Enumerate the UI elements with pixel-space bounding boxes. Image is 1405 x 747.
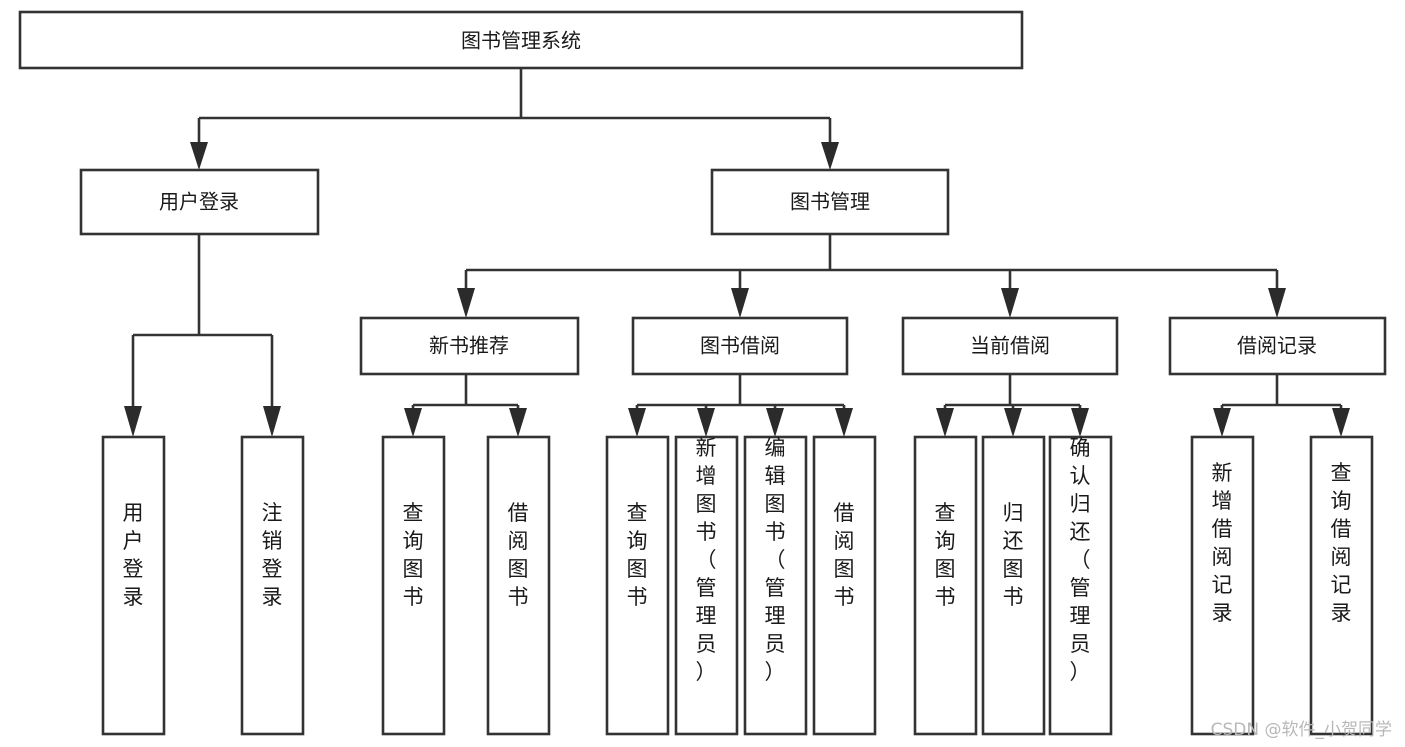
leaf-return-book-box[interactable] xyxy=(981,435,1046,736)
arrowhead-query-book-1 xyxy=(404,408,422,437)
node-root[interactable]: 图书管理系统 xyxy=(18,10,1024,70)
arrowhead-query-book-3 xyxy=(936,408,954,437)
node-book-management-label: 图书管理 xyxy=(790,190,870,214)
leaf-query-book-2-label: 查询图书 xyxy=(627,501,648,609)
node-user-login[interactable]: 用户登录 xyxy=(79,168,320,236)
leaf-user-logout[interactable]: 注销登录 xyxy=(240,435,305,736)
leaf-return-book-label: 归还图书 xyxy=(1003,501,1024,609)
leaf-return-book[interactable]: 归还图书 xyxy=(981,435,1046,736)
arrowhead-query-book-2 xyxy=(628,408,646,437)
node-new-book-recommend[interactable]: 新书推荐 xyxy=(359,316,580,376)
arrowhead-leaf-user-logout xyxy=(263,406,281,437)
leaf-add-borrow-record-label: 新增借阅记录 xyxy=(1212,461,1233,625)
arrowhead-add-book xyxy=(697,408,715,437)
leaf-query-book-1-label: 查询图书 xyxy=(403,501,424,609)
arrowhead-borrow-book-1 xyxy=(509,408,527,437)
arrowhead-edit-book xyxy=(766,408,784,437)
node-book-borrow-box[interactable] xyxy=(631,316,849,376)
arrowhead-new-book-recommend xyxy=(457,288,475,318)
node-user-login-label: 用户登录 xyxy=(159,190,239,214)
arrowhead-query-borrow-record xyxy=(1332,408,1350,437)
leaf-borrow-book-2[interactable]: 借阅图书 xyxy=(812,435,877,736)
leaf-user-login[interactable]: 用户登录 xyxy=(101,435,166,736)
leaf-query-borrow-record-label: 查询借阅记录 xyxy=(1331,461,1352,625)
node-current-borrow-label: 当前借阅 xyxy=(970,334,1050,358)
arrowhead-borrow-book-2 xyxy=(835,408,853,437)
node-book-borrow-label: 图书借阅 xyxy=(700,334,780,358)
arrowhead-leaf-user-login xyxy=(124,406,142,437)
leaf-borrow-book-1-box[interactable] xyxy=(486,435,551,736)
leaf-query-book-2-box[interactable] xyxy=(605,435,670,736)
leaf-add-borrow-record-box[interactable] xyxy=(1190,435,1255,736)
node-book-borrow[interactable]: 图书借阅 xyxy=(631,316,849,376)
leaf-edit-book[interactable]: 编辑图书（管理员） xyxy=(743,435,808,736)
node-root-label: 图书管理系统 xyxy=(461,29,581,53)
node-current-borrow[interactable]: 当前借阅 xyxy=(901,316,1119,376)
leaf-add-book-label: 新增图书（管理员） xyxy=(696,436,717,684)
arrowhead-book-borrow xyxy=(731,288,749,318)
leaf-query-book-3-box[interactable] xyxy=(913,435,978,736)
leaf-borrow-book-2-label: 借阅图书 xyxy=(834,501,855,609)
leaf-query-book-3[interactable]: 查询图书 xyxy=(913,435,978,736)
node-borrow-record-label: 借阅记录 xyxy=(1237,334,1317,358)
arrowhead-user-login xyxy=(190,142,208,170)
leaf-user-logout-box[interactable] xyxy=(240,435,305,736)
node-new-book-recommend-label: 新书推荐 xyxy=(429,334,509,358)
leaf-confirm-return-box[interactable] xyxy=(1048,435,1113,736)
arrowhead-add-borrow-record xyxy=(1213,408,1231,437)
leaf-add-book[interactable]: 新增图书（管理员） xyxy=(674,435,739,736)
leaf-query-book-3-label: 查询图书 xyxy=(935,501,956,609)
leaf-edit-book-label: 编辑图书（管理员） xyxy=(765,436,786,684)
node-current-borrow-box[interactable] xyxy=(901,316,1119,376)
leaf-borrow-book-2-box[interactable] xyxy=(812,435,877,736)
arrowhead-borrow-record xyxy=(1268,288,1286,318)
leaf-query-borrow-record[interactable]: 查询借阅记录 xyxy=(1309,435,1374,736)
leaf-borrow-book-1-label: 借阅图书 xyxy=(508,501,529,609)
node-new-book-recommend-box[interactable] xyxy=(359,316,580,376)
leaf-query-book-1[interactable]: 查询图书 xyxy=(381,435,446,736)
node-user-login-box[interactable] xyxy=(79,168,320,236)
node-borrow-record-box[interactable] xyxy=(1168,316,1387,376)
leaf-edit-book-box[interactable] xyxy=(743,435,808,736)
csdn-watermark: CSDN @软件_小贺同学 xyxy=(1211,720,1392,740)
leaf-add-book-box[interactable] xyxy=(674,435,739,736)
leaf-confirm-return[interactable]: 确认归还（管理员） xyxy=(1048,435,1113,736)
leaf-query-borrow-record-box[interactable] xyxy=(1309,435,1374,736)
leaf-add-borrow-record[interactable]: 新增借阅记录 xyxy=(1190,435,1255,736)
leaf-query-book-1-box[interactable] xyxy=(381,435,446,736)
leaf-user-login-box[interactable] xyxy=(101,435,166,736)
leaf-confirm-return-label: 确认归还（管理员） xyxy=(1070,436,1091,684)
arrowhead-return-book xyxy=(1004,408,1022,437)
leaf-user-login-label: 用户登录 xyxy=(123,501,144,609)
node-borrow-record[interactable]: 借阅记录 xyxy=(1168,316,1387,376)
leaf-user-logout-label: 注销登录 xyxy=(262,501,283,609)
node-book-management[interactable]: 图书管理 xyxy=(710,168,950,236)
node-root-box[interactable] xyxy=(18,10,1024,70)
arrowhead-confirm-return xyxy=(1071,408,1089,437)
leaf-borrow-book-1[interactable]: 借阅图书 xyxy=(486,435,551,736)
node-book-management-box[interactable] xyxy=(710,168,950,236)
leaf-query-book-2[interactable]: 查询图书 xyxy=(605,435,670,736)
connector-layer xyxy=(124,68,1350,437)
arrowhead-current-borrow xyxy=(1001,288,1019,318)
arrowhead-book-management xyxy=(821,142,839,170)
